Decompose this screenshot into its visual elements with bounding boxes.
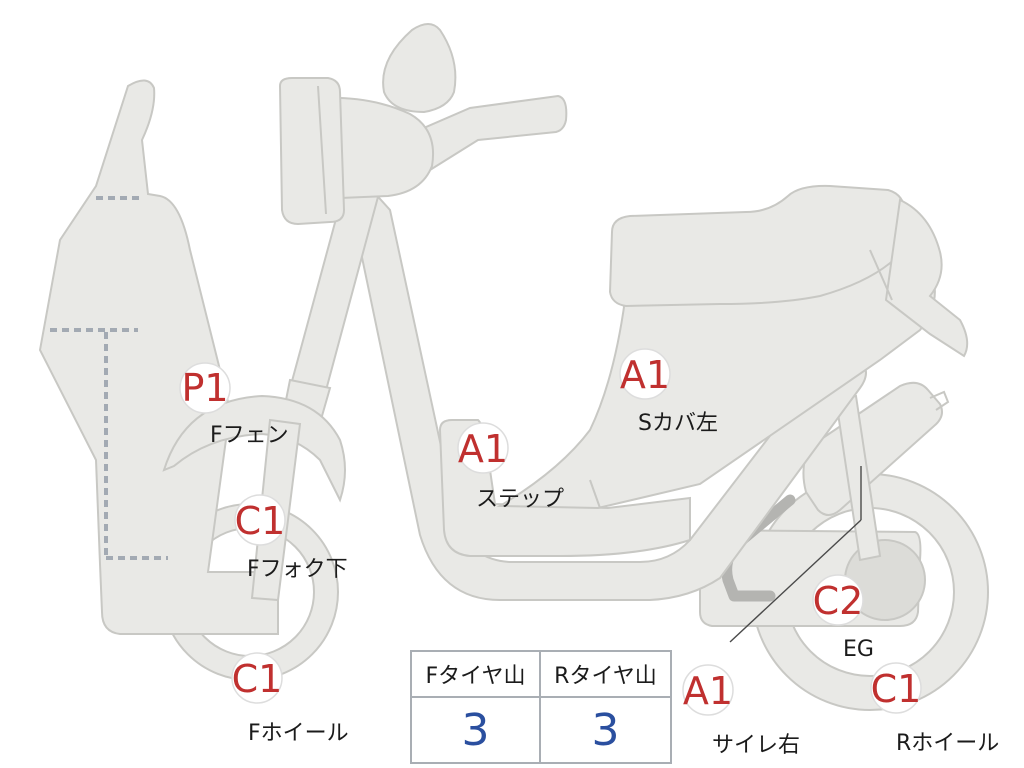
main-frame (348, 184, 867, 601)
marker-code: C2 (813, 579, 864, 623)
marker-label: サイレ右 (712, 733, 800, 758)
marker-badge (234, 494, 286, 546)
marker-code: A1 (458, 427, 508, 471)
rear-tire-tread-header: Rタイヤ山 (541, 652, 670, 698)
floor-step (438, 419, 691, 557)
marker-badge (812, 574, 864, 626)
damage-marker: P1 Fフェン (179, 362, 289, 448)
marker-badge (870, 662, 922, 714)
muffler-leader-line (729, 466, 862, 643)
damage-marker: A1 ステップ (457, 422, 564, 512)
front-tire-tread-value: 3 (412, 698, 541, 762)
marker-code: A1 (683, 669, 733, 713)
marker-label: Rホイール (896, 731, 999, 756)
muffler (802, 381, 950, 516)
front-tire-tread-header: Fタイヤ山 (412, 652, 541, 698)
side-cover (496, 261, 936, 510)
marker-code: C1 (232, 657, 283, 701)
damage-marker: C2 EG (812, 574, 874, 662)
marker-label: Fホイール (248, 721, 349, 746)
marker-badge (619, 348, 671, 400)
damage-marker: A1 サイレ右 (682, 664, 800, 758)
damage-marker: C1 Rホイール (870, 662, 999, 756)
handlebar (278, 23, 568, 226)
marker-label: ステップ (476, 487, 564, 512)
front-shield (38, 79, 279, 635)
rear-tire-tread-value: 3 (591, 704, 620, 756)
marker-code: C1 (235, 499, 286, 543)
marker-badge (457, 422, 509, 474)
tire-tread-table: Fタイヤ山 Rタイヤ山 3 3 (410, 650, 672, 764)
damage-marker: A1 Sカバ左 (619, 348, 718, 436)
marker-code: A1 (620, 353, 670, 397)
marker-code: C1 (871, 667, 922, 711)
front-fender (162, 394, 346, 503)
marker-label: Sカバ左 (638, 411, 718, 436)
marker-label: EG (843, 637, 874, 662)
marker-label: Fフェン (210, 423, 289, 448)
marker-badge (682, 664, 734, 716)
damage-marker: C1 Fホイール (231, 652, 349, 746)
marker-badge (179, 362, 231, 414)
marker-code: P1 (181, 366, 228, 410)
marker-badge (231, 652, 283, 704)
marker-label: Fフォク下 (247, 557, 348, 582)
damage-marker: C1 Fフォク下 (234, 494, 348, 582)
tail-cowl (869, 198, 969, 358)
